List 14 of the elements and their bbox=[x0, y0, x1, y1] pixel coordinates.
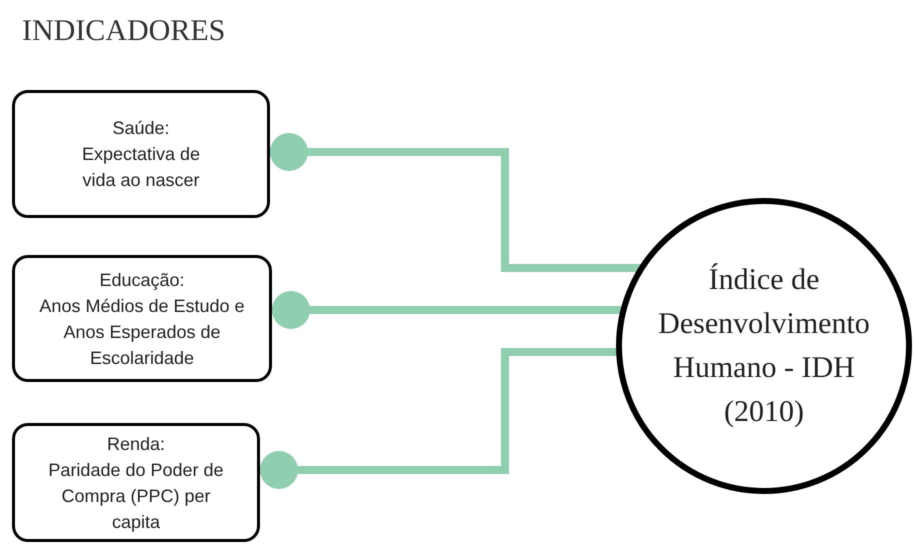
connector-line bbox=[272, 291, 624, 329]
node-heading: Renda: bbox=[106, 432, 166, 456]
node-heading: Saúde: bbox=[112, 117, 170, 140]
node-text: Expectativa de vida ao nascer bbox=[80, 143, 202, 192]
connector-line bbox=[270, 133, 642, 272]
indicator-box bbox=[12, 423, 260, 542]
indicator-box bbox=[12, 255, 272, 382]
node-text: (2010) bbox=[724, 394, 804, 430]
node-text: Paridade do Poder de Compra (PPC) per capita bbox=[47, 458, 225, 534]
node-heading: Índice de Desenvolvimento Humano - IDH bbox=[657, 262, 871, 386]
title: INDICADORES bbox=[22, 14, 226, 48]
indicator-box bbox=[12, 90, 270, 218]
node-heading: Educação: bbox=[99, 268, 185, 292]
node-text: Anos Médios de Estudo e Anos Esperados de Escolaridade bbox=[38, 294, 246, 370]
